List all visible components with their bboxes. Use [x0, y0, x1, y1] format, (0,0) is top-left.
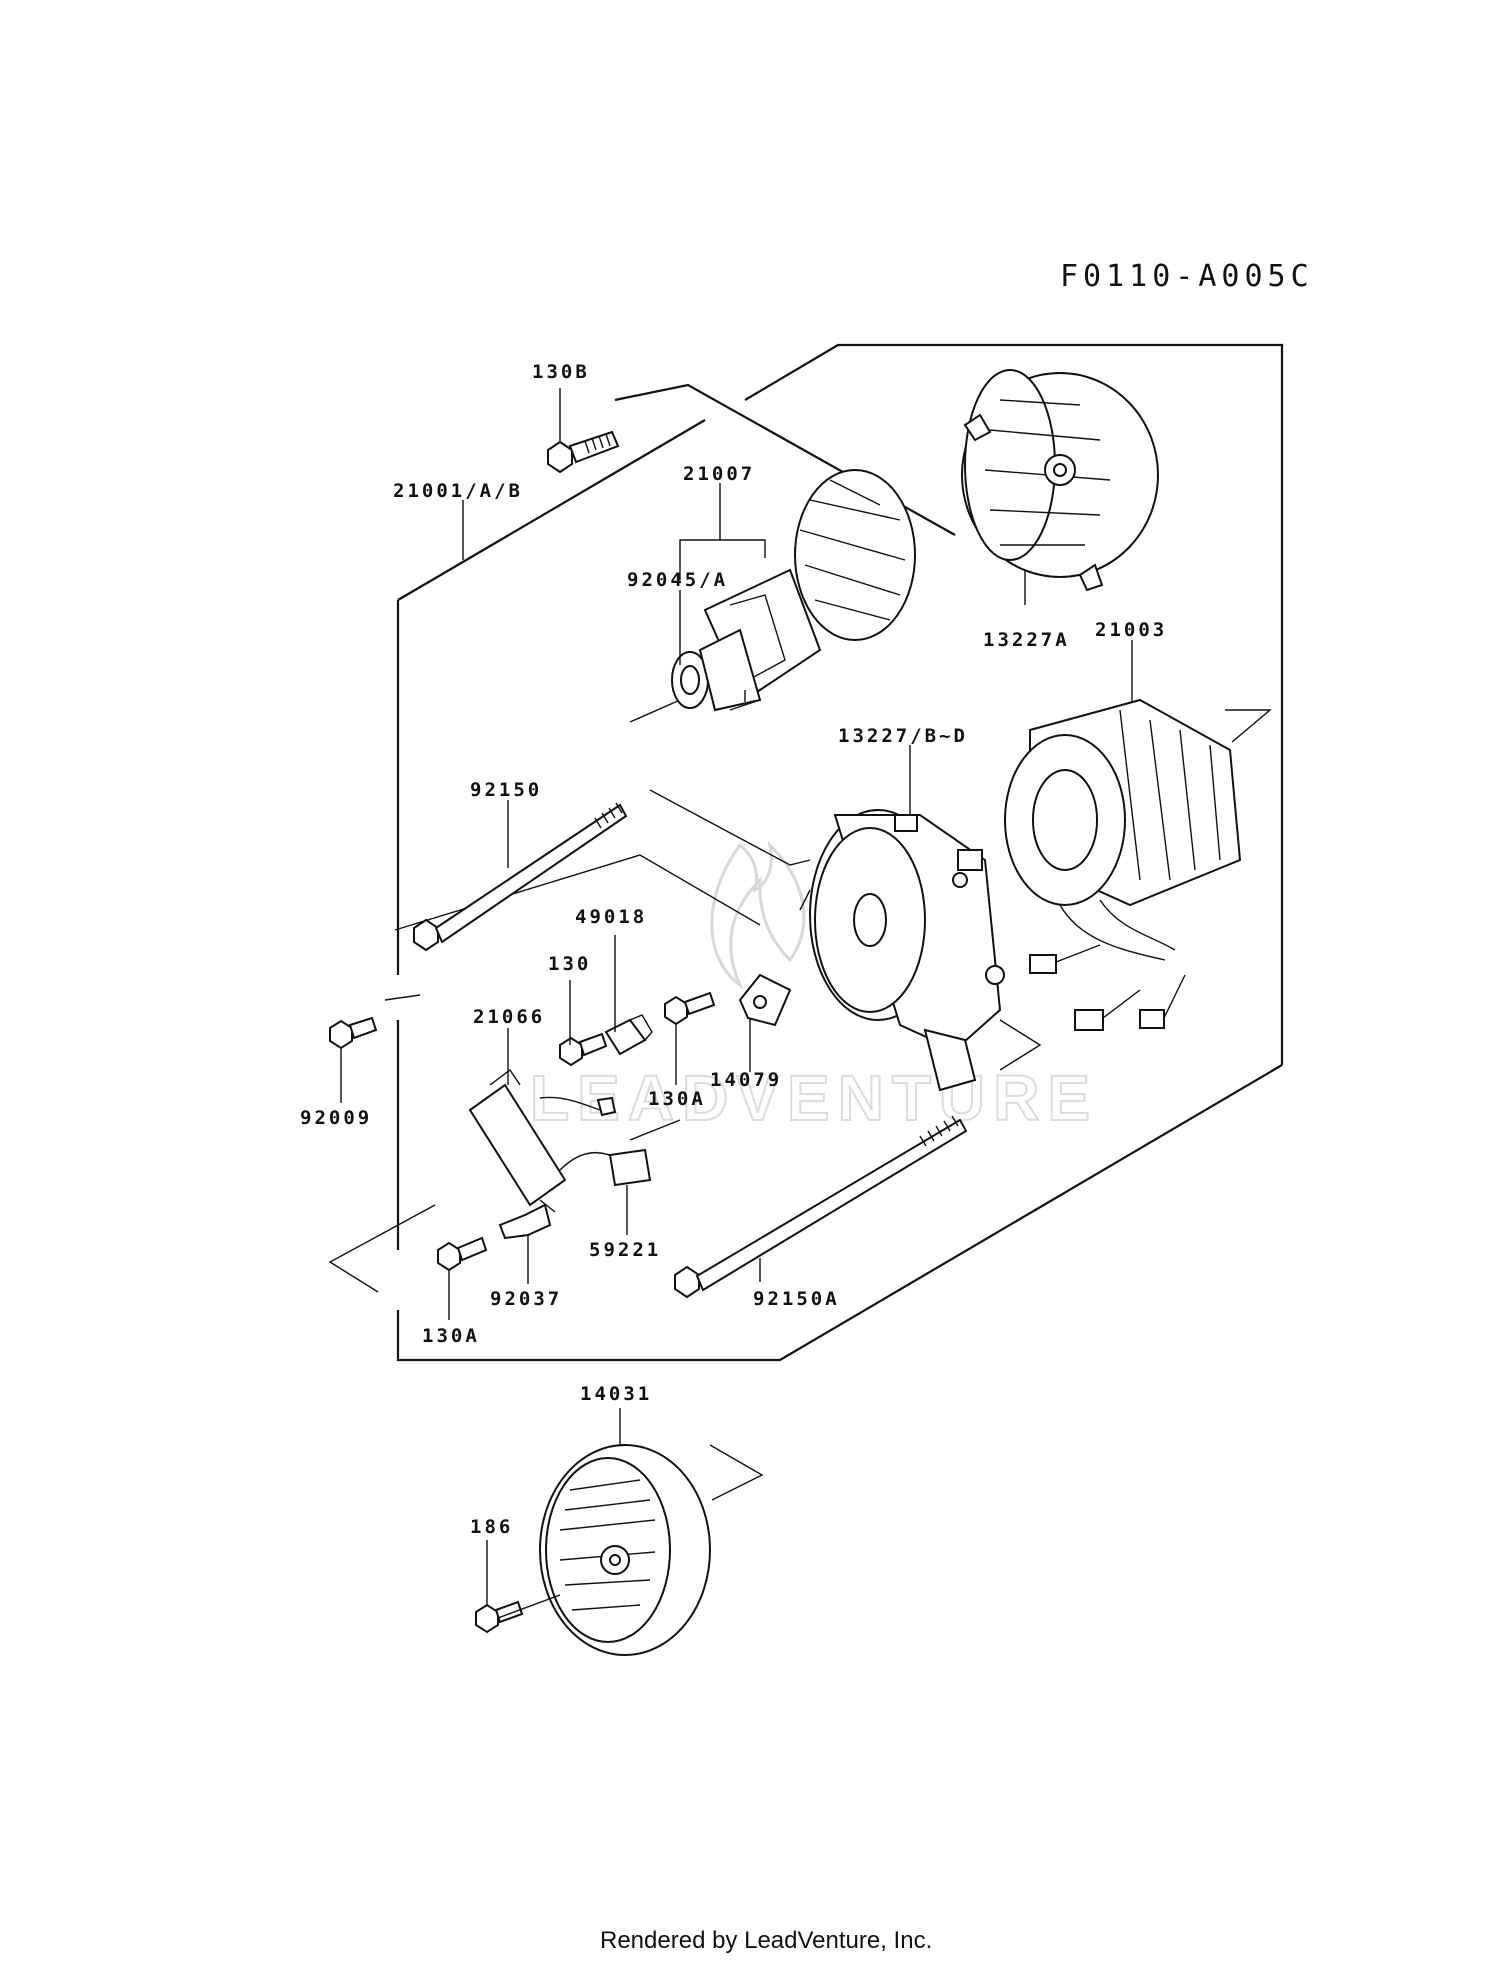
label-13227B: 13227/B~D	[838, 725, 968, 747]
clamp-92037	[498, 1203, 552, 1240]
bolt-92150	[413, 802, 628, 952]
label-186: 186	[470, 1516, 513, 1538]
label-130B: 130B	[532, 361, 590, 383]
bolt-130B	[547, 430, 620, 474]
cover-14031	[539, 1444, 711, 1656]
housing-13227B	[809, 809, 1005, 1092]
part-labels: 130B 21001/A/B 21007 92045/A 13227A 2100…	[300, 361, 1167, 1538]
stator-21003	[1004, 698, 1242, 1031]
label-92150: 92150	[470, 779, 542, 801]
rotor-21007	[671, 469, 916, 712]
footer-credit: Rendered by LeadVenture, Inc.	[600, 1927, 932, 1954]
bolt-130A-lower	[437, 1236, 488, 1272]
housing-13227A	[961, 369, 1159, 592]
label-49018: 49018	[575, 906, 647, 928]
watermark-logo: LEADVENTURE	[529, 840, 1098, 1135]
label-21001: 21001/A/B	[393, 480, 523, 502]
leader-lines	[340, 388, 1133, 1619]
bolt-130A-upper	[664, 991, 716, 1026]
diagram-code: F0110-A005C	[1060, 259, 1314, 294]
label-130A-upper: 130A	[648, 1088, 706, 1110]
label-92045: 92045/A	[627, 569, 728, 591]
bolt-92150A	[674, 1115, 968, 1299]
label-21066: 21066	[473, 1006, 545, 1028]
label-14031: 14031	[580, 1383, 652, 1405]
label-13227A: 13227A	[983, 629, 1070, 651]
label-14079: 14079	[710, 1069, 782, 1091]
bolt-92009	[329, 1016, 378, 1050]
regulator-21066	[468, 1068, 652, 1213]
watermark-text: LEADVENTURE	[530, 1062, 1098, 1134]
label-21007: 21007	[683, 463, 755, 485]
label-130A-lower: 130A	[422, 1325, 480, 1347]
label-92150A: 92150A	[753, 1288, 840, 1310]
label-130: 130	[548, 953, 591, 975]
label-92037: 92037	[490, 1288, 562, 1310]
brush-49018	[604, 1014, 653, 1056]
label-92009: 92009	[300, 1107, 372, 1129]
bracket-14079	[738, 973, 792, 1027]
bolt-130	[559, 1032, 608, 1067]
label-59221: 59221	[589, 1239, 661, 1261]
label-21003: 21003	[1095, 619, 1167, 641]
